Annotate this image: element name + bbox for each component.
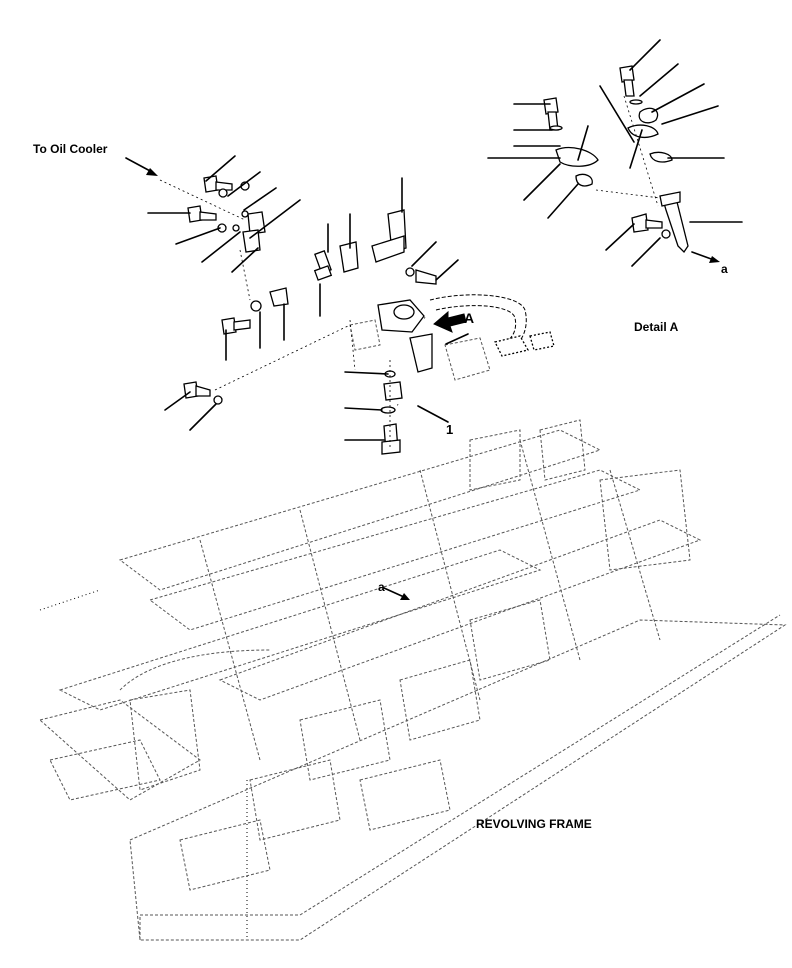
frame-ref-arrow-a: a: [378, 580, 410, 600]
left-fittings: [183, 175, 289, 405]
to-oil-cooler-label: To Oil Cooler: [33, 142, 108, 156]
hose-assembly: [249, 219, 555, 414]
detail-a-drawing: a: [487, 39, 743, 276]
to-oil-cooler-callout: To Oil Cooler: [33, 142, 246, 221]
item-callout-1: 1: [446, 422, 453, 437]
revolving-frame-label: REVOLVING FRAME: [476, 817, 592, 831]
frame-ref-label: a: [378, 580, 385, 594]
leader-lines-main: [147, 155, 469, 441]
view-arrow-label: A: [464, 310, 474, 326]
revolving-frame-drawing: [38, 419, 787, 941]
view-arrow-a: A: [433, 310, 474, 333]
assembly-centerlines: [214, 249, 356, 391]
top-bracket: [339, 209, 437, 285]
detail-a-label: Detail A: [634, 320, 679, 334]
detail-ref-label: a: [721, 262, 728, 276]
lower-fasteners: [380, 360, 403, 455]
